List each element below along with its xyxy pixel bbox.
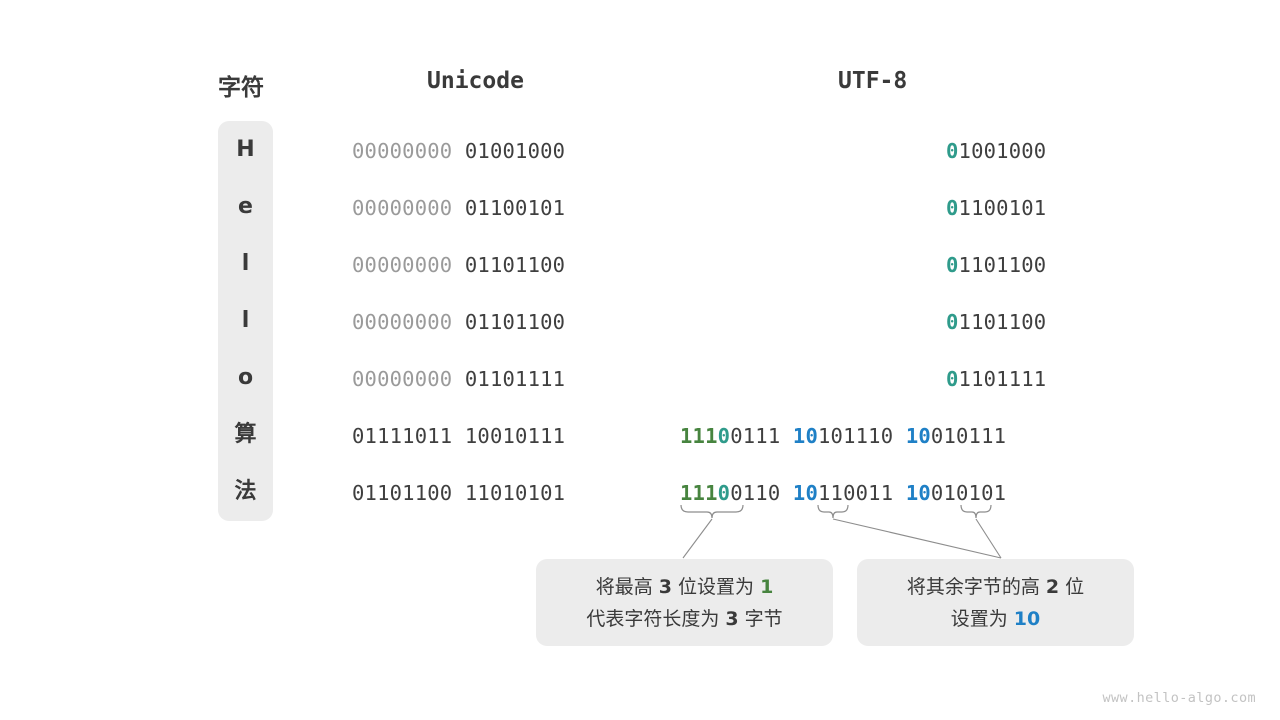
unicode-low-byte: 01100101 (464, 196, 566, 220)
unicode-high-byte: 00000000 (352, 310, 453, 334)
utf8-lead-marker: 0 (946, 139, 959, 163)
utf8-payload: 110011 (818, 481, 894, 505)
unicode-low-byte: 01101100 (464, 310, 566, 334)
utf8-length-terminator: 0 (717, 424, 731, 448)
unicode-low-byte: 01101100 (464, 253, 566, 277)
character-cell: 法 (234, 479, 257, 504)
utf8-length-ones: 111 (680, 481, 718, 505)
unicode-high-byte: 01111011 (352, 424, 453, 448)
utf8-cell: 01101100 (946, 307, 1046, 337)
utf8-continuation-marker: 10 (905, 481, 931, 505)
utf8-cell: 01100101 (946, 193, 1046, 223)
utf8-payload: 1101100 (958, 253, 1047, 277)
unicode-low-byte: 01101111 (464, 367, 566, 391)
unicode-cell: 01101100 11010101 (352, 478, 565, 508)
note-value-1: 1 (760, 575, 774, 598)
utf8-lead-marker: 0 (946, 310, 959, 334)
unicode-cell: 00000000 01001000 (352, 136, 565, 166)
character-cell: H (236, 137, 255, 162)
character-column-panel (218, 121, 273, 521)
unicode-high-byte: 00000000 (352, 367, 453, 391)
utf8-cell: 11100111 10101110 10010111 (680, 421, 1006, 451)
utf8-payload: 0111 (730, 424, 781, 448)
utf8-continuation-marker: 10 (792, 424, 818, 448)
utf8-payload: 0110 (730, 481, 781, 505)
unicode-cell: 00000000 01101111 (352, 364, 565, 394)
character-cell: l (241, 251, 250, 276)
utf8-payload: 1101111 (958, 367, 1047, 391)
utf8-continuation-marker: 10 (792, 481, 818, 505)
note-continuation-byte: 将其余字节的高 2 位 设置为 10 (857, 559, 1134, 646)
utf8-payload: 010101 (930, 481, 1007, 505)
leader-line-continuation-2 (832, 518, 1002, 559)
utf8-lead-marker: 0 (946, 253, 959, 277)
unicode-low-byte: 11010101 (464, 481, 566, 505)
utf8-lead-marker: 0 (946, 367, 959, 391)
unicode-cell: 00000000 01101100 (352, 250, 565, 280)
column-header-character: 字符 (218, 75, 264, 101)
unicode-high-byte: 00000000 (352, 253, 453, 277)
unicode-cell: 00000000 01101100 (352, 307, 565, 337)
utf8-cell: 01001000 (946, 136, 1046, 166)
unicode-high-byte: 00000000 (352, 139, 453, 163)
note-num-3: 3 (658, 575, 672, 598)
character-cell: o (237, 365, 254, 390)
utf8-cell: 11100110 10110011 10010101 (680, 478, 1006, 508)
unicode-high-byte: 00000000 (352, 196, 453, 220)
unicode-low-byte: 10010111 (464, 424, 566, 448)
utf8-lead-marker: 0 (946, 196, 959, 220)
character-cell: 算 (234, 422, 257, 447)
note-continuation-line-1: 将其余字节的高 2 位 (906, 575, 1085, 598)
utf8-length-terminator: 0 (717, 481, 731, 505)
utf8-payload: 101110 (818, 424, 894, 448)
note-lead-byte: 将最高 3 位设置为 1 代表字符长度为 3 字节 (536, 559, 833, 646)
note-value-10: 10 (1013, 607, 1041, 630)
leader-line-continuation-3 (975, 518, 1002, 559)
utf8-cell: 01101100 (946, 250, 1046, 280)
character-cell: l (241, 308, 250, 333)
note-lead-byte-line-1: 将最高 3 位设置为 1 (595, 575, 774, 598)
unicode-cell: 00000000 01100101 (352, 193, 565, 223)
column-header-unicode: Unicode (427, 68, 524, 94)
unicode-low-byte: 01001000 (464, 139, 566, 163)
unicode-cell: 01111011 10010111 (352, 421, 565, 451)
note-continuation-line-2: 设置为 10 (950, 607, 1041, 630)
note-lead-byte-line-2: 代表字符长度为 3 字节 (586, 607, 783, 630)
leader-line-lead-byte (682, 518, 713, 559)
utf8-cell: 01101111 (946, 364, 1046, 394)
character-cell: e (238, 194, 253, 219)
utf8-payload: 1001000 (958, 139, 1047, 163)
watermark: www.hello-algo.com (1102, 690, 1256, 706)
utf8-payload: 010111 (930, 424, 1007, 448)
note-num-bytes: 3 (725, 607, 739, 630)
unicode-high-byte: 01101100 (352, 481, 453, 505)
note-num-2: 2 (1045, 575, 1060, 598)
utf8-payload: 1101100 (958, 310, 1047, 334)
column-header-utf8: UTF-8 (838, 68, 908, 94)
utf8-payload: 1100101 (958, 196, 1047, 220)
utf8-length-ones: 111 (680, 424, 718, 448)
utf8-continuation-marker: 10 (905, 424, 931, 448)
